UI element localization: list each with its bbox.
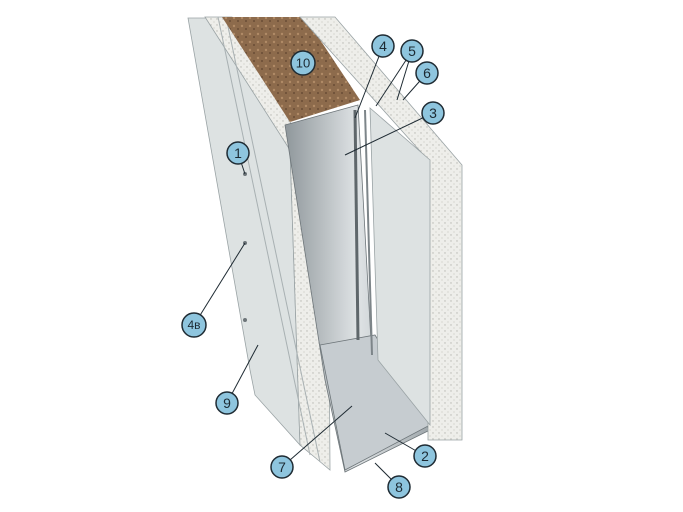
callout-2: 2 <box>413 444 437 468</box>
svg-text:1: 1 <box>234 145 242 161</box>
callout-4b: 4в <box>181 312 207 338</box>
right-board-face <box>369 107 431 427</box>
svg-text:2: 2 <box>421 448 429 464</box>
callout-9: 9 <box>215 391 239 415</box>
callout-6: 6 <box>415 61 439 85</box>
callout-1: 1 <box>226 141 250 165</box>
svg-text:4: 4 <box>379 38 387 54</box>
svg-text:9: 9 <box>223 395 231 411</box>
svg-text:6: 6 <box>423 65 431 81</box>
svg-text:10: 10 <box>296 56 310 71</box>
callout-10: 10 <box>290 50 316 76</box>
soil-fill <box>222 17 360 122</box>
svg-text:3: 3 <box>429 105 437 121</box>
callout-8: 8 <box>387 475 411 499</box>
callout-5: 5 <box>400 39 424 63</box>
callout-4: 4 <box>371 34 395 58</box>
svg-text:4в: 4в <box>187 318 200 332</box>
callout-3: 3 <box>421 101 445 125</box>
svg-text:7: 7 <box>278 459 286 475</box>
svg-text:8: 8 <box>395 479 403 495</box>
callout-7: 7 <box>270 455 294 479</box>
svg-text:5: 5 <box>408 43 416 59</box>
